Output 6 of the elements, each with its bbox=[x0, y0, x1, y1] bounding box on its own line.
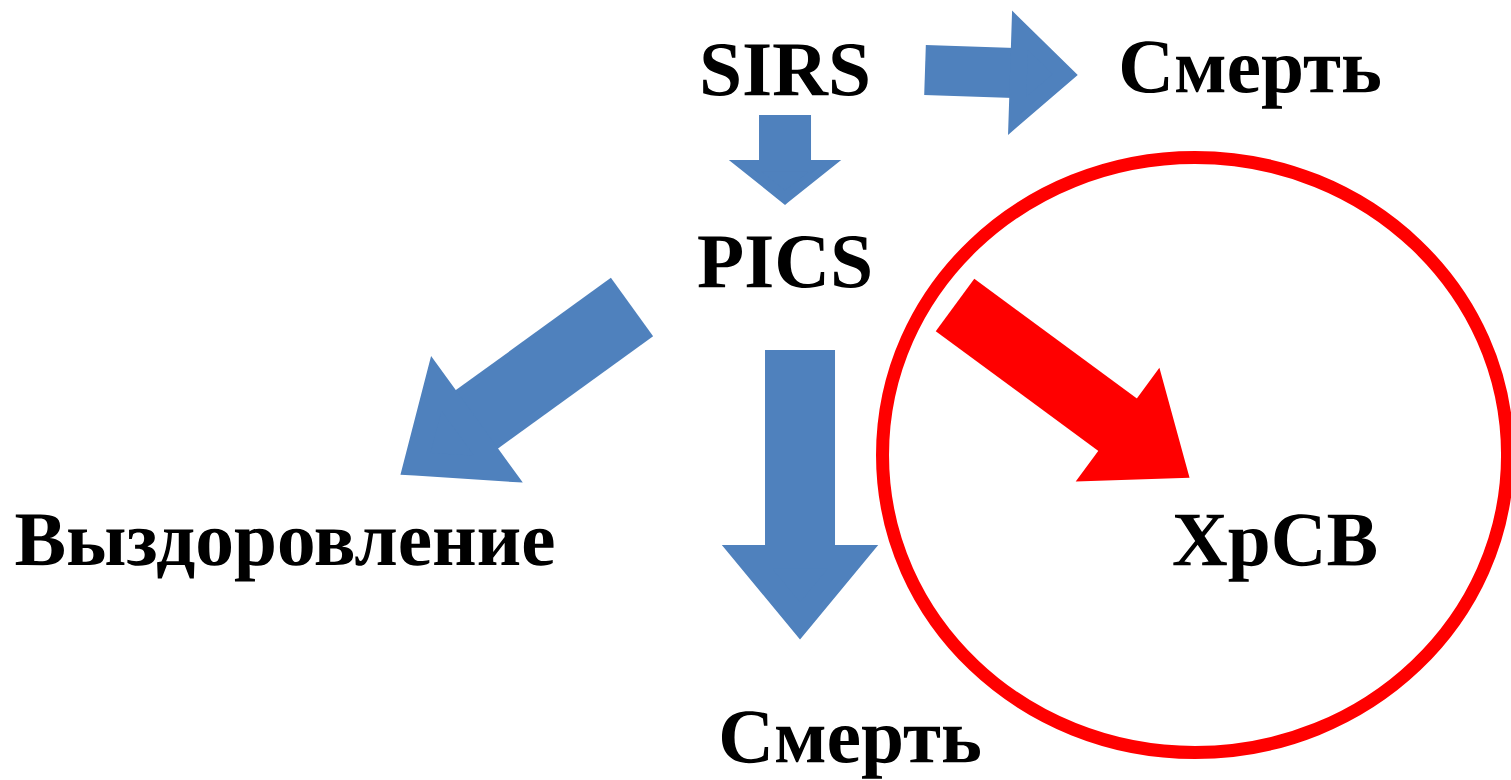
stage-label: Смерть bbox=[722, 711, 980, 779]
stage-label: PICS bbox=[698, 236, 870, 288]
stage-label: Смерть bbox=[1122, 41, 1380, 109]
stage-label: SIRS bbox=[703, 44, 868, 96]
stage-label: Выздоровление bbox=[15, 514, 554, 582]
stage-label: ХрСВ bbox=[1173, 514, 1376, 582]
